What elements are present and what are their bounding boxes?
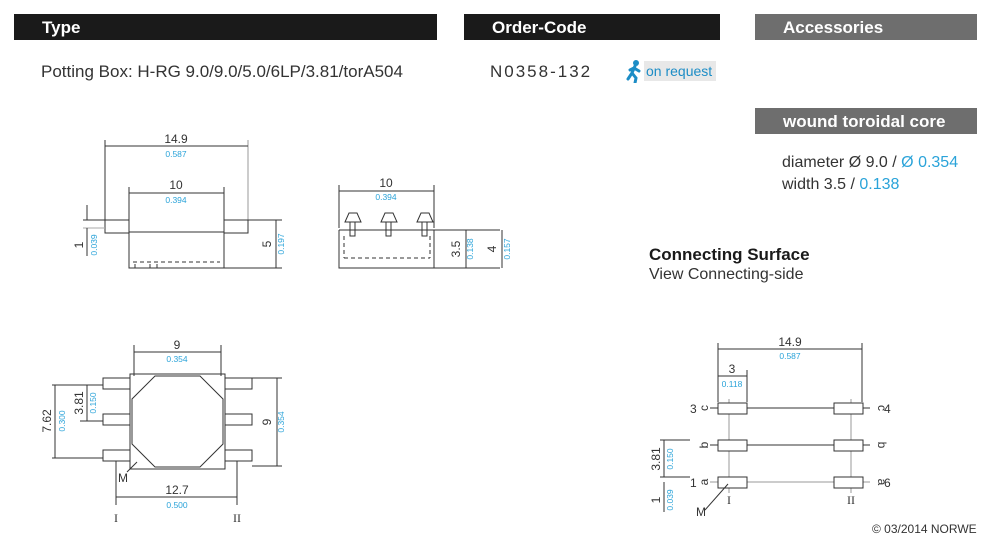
- side-width-mm: 10: [379, 176, 393, 190]
- top-span-mm: 7.62: [40, 409, 54, 433]
- order-code-header: Order-Code: [464, 14, 720, 40]
- conn-pitch-mm: 3.81: [649, 447, 663, 471]
- type-value: Potting Box: H-RG 9.0/9.0/5.0/6LP/3.81/t…: [41, 62, 403, 81]
- core-width-inch: 0.138: [859, 176, 900, 193]
- conn-mark-m: M: [696, 505, 706, 519]
- core-diameter-label: diameter Ø 9.0 /: [782, 154, 902, 171]
- core-diameter-inch: Ø 0.354: [901, 154, 959, 171]
- front-pin-mm: 1: [72, 241, 86, 248]
- front-height-mm: 5: [260, 240, 274, 247]
- pin-6-letter: a: [875, 479, 889, 486]
- top-height-in: 0.354: [276, 411, 286, 433]
- side-h2-mm: 4: [485, 245, 499, 252]
- pin-5-letter: b: [875, 442, 889, 449]
- conn-pitch-in: 0.150: [665, 448, 675, 470]
- side-h2-in: 0.157: [502, 238, 512, 260]
- front-pin-in: 0.039: [89, 234, 99, 256]
- front-width-in: 0.587: [165, 149, 187, 159]
- accessories-header: Accessories: [755, 14, 977, 40]
- top-pitch-mm: 3.81: [72, 391, 86, 415]
- connecting-surface-drawing: [660, 343, 870, 512]
- pin-1-letter: a: [697, 478, 711, 485]
- top-view-drawing: [52, 345, 282, 505]
- top-row-in: 0.500: [166, 500, 188, 510]
- front-view-drawing: [83, 140, 282, 269]
- on-request-label: on request: [644, 61, 717, 81]
- side-view-drawing: [338, 185, 503, 269]
- conn-pad-in: 0.118: [722, 379, 743, 389]
- top-mark-m: M: [118, 471, 128, 485]
- pins-right: [224, 377, 253, 462]
- connecting-title: Connecting Surface: [649, 245, 810, 264]
- copyright: © 03/2014 NORWE: [872, 522, 977, 536]
- conn-width-in: 0.587: [779, 351, 801, 361]
- pin-2-letter: b: [697, 441, 711, 448]
- running-person-icon: [626, 60, 641, 83]
- top-row-mm: 12.7: [165, 483, 189, 497]
- top-width-mm: 9: [174, 338, 181, 352]
- top-height-mm: 9: [260, 418, 274, 425]
- pin-1-num: 1: [690, 476, 697, 490]
- core-width: width 3.5 / 0.138: [782, 176, 899, 194]
- core-diameter: diameter Ø 9.0 / Ø 0.354: [782, 154, 958, 172]
- top-span-in: 0.300: [57, 410, 67, 432]
- front-width-mm: 14.9: [164, 132, 188, 146]
- front-inner-in: 0.394: [165, 195, 187, 205]
- conn-offset-mm: 1: [649, 496, 663, 503]
- top-width-in: 0.354: [166, 354, 188, 364]
- side-h1-mm: 3.5: [449, 240, 463, 257]
- conn-row-1: I: [727, 493, 731, 507]
- side-width-in: 0.394: [375, 192, 397, 202]
- top-row-2: II: [233, 511, 241, 525]
- top-pitch-in: 0.150: [88, 392, 98, 414]
- conn-width-mm: 14.9: [778, 335, 802, 349]
- conn-row-2: II: [847, 493, 855, 507]
- on-request-badge[interactable]: on request: [626, 60, 717, 83]
- pin-6-num: 6: [884, 476, 891, 490]
- connecting-subtitle: View Connecting-side: [649, 266, 804, 283]
- top-row-1: I: [114, 511, 118, 525]
- side-h1-in: 0.138: [465, 238, 475, 260]
- front-inner-mm: 10: [169, 178, 183, 192]
- conn-offset-in: 0.039: [665, 489, 675, 511]
- pins-left: [102, 377, 131, 462]
- core-width-label: width 3.5 /: [782, 176, 860, 193]
- type-header: Type: [14, 14, 437, 40]
- order-code-value: N0358-132: [490, 62, 593, 81]
- conn-pad-mm: 3: [729, 362, 736, 376]
- pin-3-letter: c: [697, 405, 711, 411]
- pin-3-num: 3: [690, 402, 697, 416]
- pin-4-letter: c: [875, 405, 889, 411]
- wound-core-header: wound toroidal core: [755, 108, 977, 134]
- front-height-in: 0.197: [276, 233, 286, 255]
- pin-4-num: 4: [884, 402, 891, 416]
